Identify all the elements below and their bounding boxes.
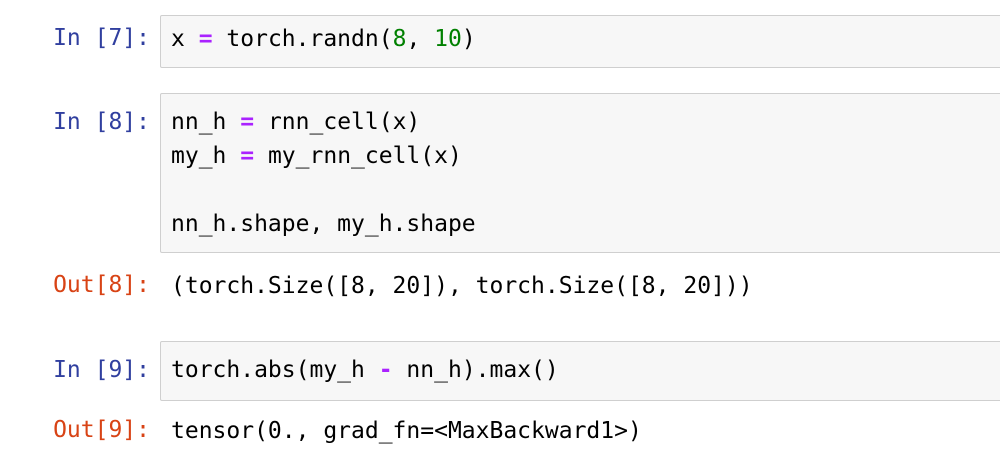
code-line: my_h = my_rnn_cell(x) [171, 143, 462, 169]
code-line: nn_h.shape, my_h.shape [171, 211, 476, 237]
code-editor-8[interactable]: nn_h = rnn_cell(x) my_h = my_rnn_cell(x)… [171, 105, 476, 241]
code-line: nn_h = rnn_cell(x) [171, 109, 420, 135]
code-cell-8[interactable] [160, 93, 1000, 253]
output-prompt-9: Out[9]: [53, 417, 150, 443]
output-text-8: (torch.Size([8, 20]), torch.Size([8, 20]… [171, 273, 753, 299]
code-token: torch.randn( [212, 26, 393, 52]
code-token: nn_h.shape, my_h.shape [171, 211, 476, 237]
code-editor-9[interactable]: torch.abs(my_h - nn_h).max() [171, 353, 559, 387]
code-line: x = torch.randn(8, 10) [171, 26, 476, 52]
input-prompt-9: In [9]: [53, 357, 150, 383]
operator-token: = [240, 109, 255, 135]
code-token: ) [461, 26, 476, 52]
operator-token: = [198, 26, 213, 52]
code-line: torch.abs(my_h - nn_h).max() [171, 357, 559, 383]
operator-token: = [240, 143, 255, 169]
code-token: x [171, 26, 199, 52]
input-prompt-7: In [7]: [53, 25, 150, 51]
number-token: 8 [392, 26, 407, 52]
code-token: nn_h).max() [392, 357, 559, 383]
number-token: 10 [434, 26, 462, 52]
output-prompt-8: Out[8]: [53, 272, 150, 298]
operator-token: - [378, 357, 393, 383]
output-text-9: tensor(0., grad_fn=<MaxBackward1>) [171, 418, 642, 444]
code-cell-9[interactable] [160, 341, 1000, 401]
code-token: rnn_cell(x) [254, 109, 421, 135]
code-token: my_h [171, 143, 241, 169]
code-editor-7[interactable]: x = torch.randn(8, 10) [171, 22, 476, 56]
input-prompt-8: In [8]: [53, 109, 150, 135]
code-token: , [406, 26, 435, 52]
code-token: nn_h [171, 109, 241, 135]
code-token: my_rnn_cell(x) [254, 143, 462, 169]
code-cell-7[interactable] [160, 15, 1000, 68]
code-token: torch.abs(my_h [171, 357, 379, 383]
